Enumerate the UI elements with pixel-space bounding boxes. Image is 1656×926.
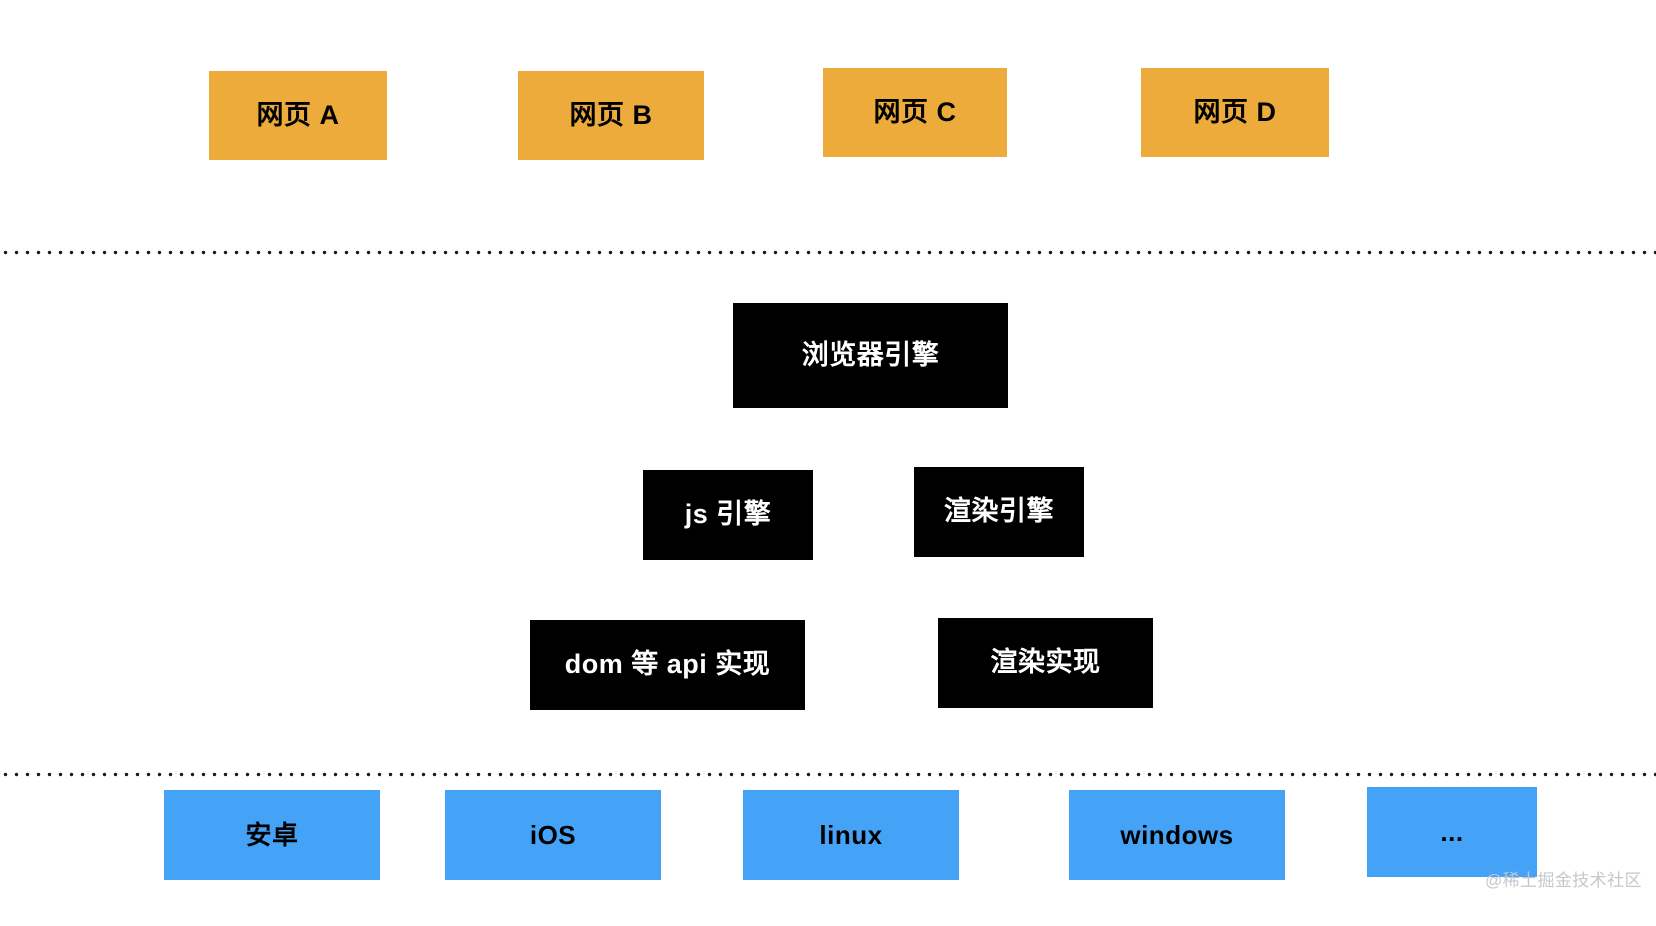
os-label-more: ... [1440,816,1464,847]
render-engine-box[interactable]: 渲染引擎 [914,467,1084,557]
web-page-label-b: 网页 B [569,99,653,130]
web-page-label-a: 网页 A [256,99,340,130]
os-box-linux[interactable]: linux [743,790,959,880]
os-label-linux: linux [819,819,883,850]
js-engine-label: js 引擎 [684,499,772,530]
browser-engine-box[interactable]: 浏览器引擎 [733,303,1008,408]
web-page-box-a[interactable]: 网页 A [209,71,387,160]
os-box-android[interactable]: 安卓 [164,790,380,880]
render-engine-label: 渲染引擎 [944,496,1054,527]
engine-os-divider [0,772,1656,777]
os-box-more[interactable]: ... [1367,787,1537,877]
web-page-label-c: 网页 C [873,96,957,127]
web-page-label-d: 网页 D [1193,96,1277,127]
watermark: @稀土掘金技术社区 [1485,871,1642,890]
dom-api-impl-box[interactable]: dom 等 api 实现 [530,620,805,710]
os-label-ios: iOS [529,819,577,850]
render-impl-label: 渲染实现 [990,647,1101,678]
web-page-box-c[interactable]: 网页 C [823,68,1007,157]
os-box-ios[interactable]: iOS [445,790,661,880]
os-label-windows: windows [1120,819,1234,850]
web-page-box-d[interactable]: 网页 D [1141,68,1329,157]
dom-api-impl-label: dom 等 api 实现 [564,649,771,680]
browser-engine-label: 浏览器引擎 [801,339,940,370]
js-engine-box[interactable]: js 引擎 [643,470,813,560]
os-label-android: 安卓 [245,819,299,850]
web-page-box-b[interactable]: 网页 B [518,71,704,160]
os-box-windows[interactable]: windows [1069,790,1285,880]
web-engine-divider [0,250,1656,255]
render-impl-box[interactable]: 渲染实现 [938,618,1153,708]
